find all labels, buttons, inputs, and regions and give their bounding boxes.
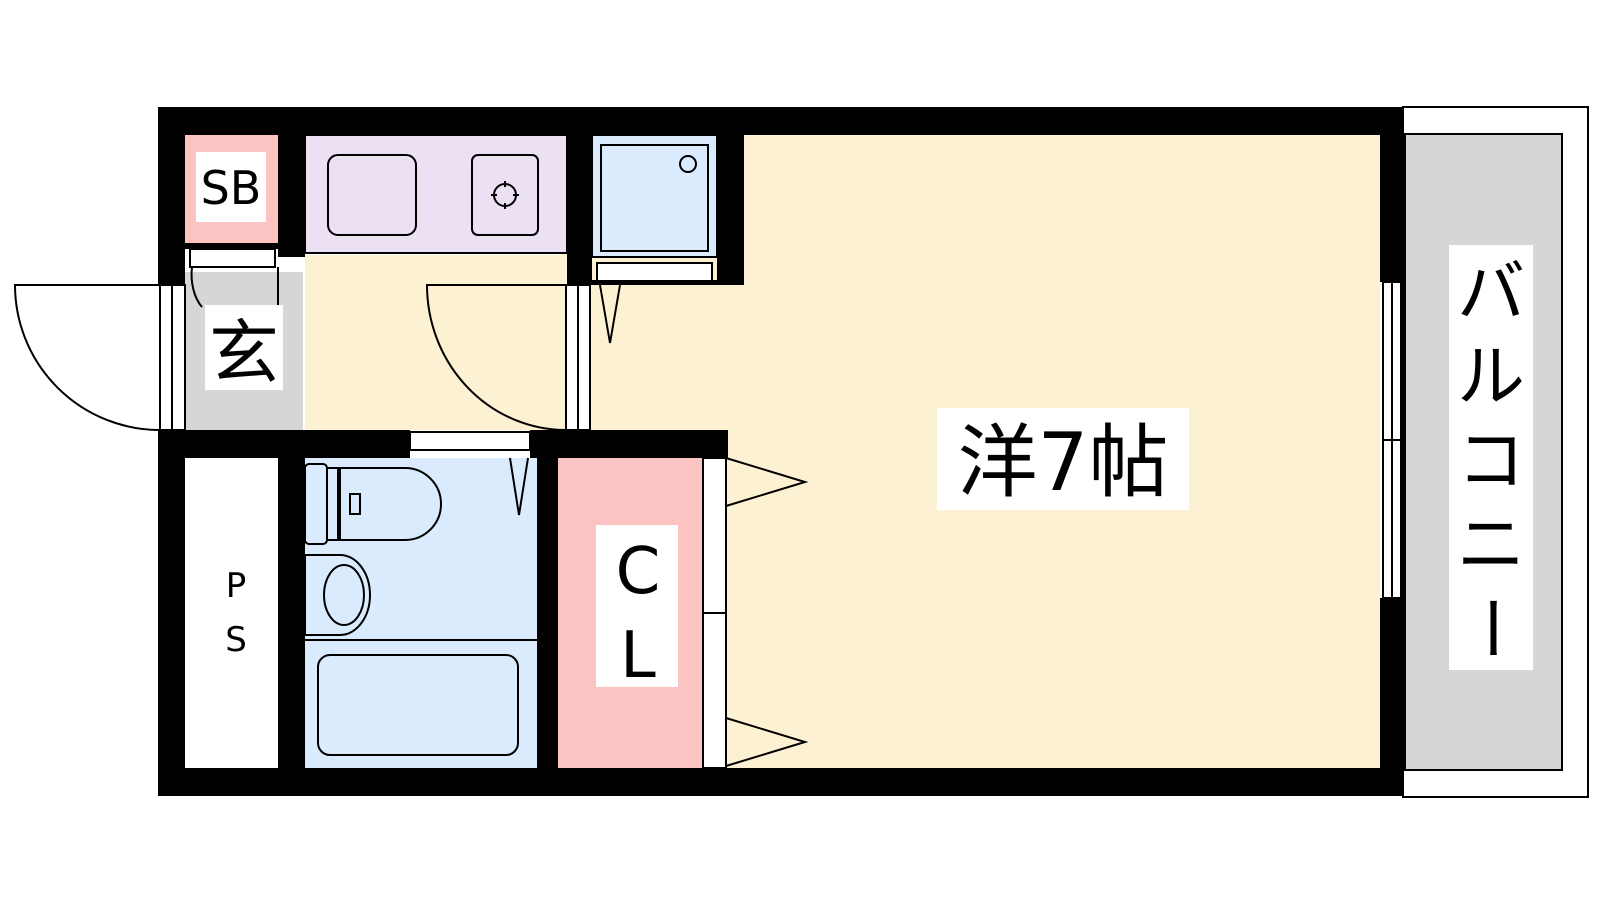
bathroom-floor xyxy=(305,458,537,768)
sb-door-frame xyxy=(189,248,276,268)
wall-wm-bottom xyxy=(592,280,744,285)
washer-drain-icon xyxy=(679,155,697,173)
room-label-bg xyxy=(937,408,1189,510)
kitchen-sink xyxy=(327,154,417,236)
washbasin-icon xyxy=(304,554,371,636)
balcony-label-char-2: ル xyxy=(1457,338,1525,417)
wm-opening-frame xyxy=(596,262,713,282)
closet-label-c: C xyxy=(616,535,661,609)
balcony-label-char-1: バ xyxy=(1457,254,1525,333)
wall-left-upper xyxy=(158,107,185,285)
closet-door-frame-top xyxy=(702,457,727,614)
ps-label-p: P xyxy=(226,566,247,606)
stove-burner-icon xyxy=(491,181,519,209)
wall-right-upper xyxy=(1380,107,1403,282)
room-door-swing xyxy=(425,284,567,431)
entrance-label: 玄 xyxy=(209,312,279,394)
balcony-label-char-4: ニ xyxy=(1457,506,1525,585)
western-room-label: 洋7帖 xyxy=(958,416,1169,509)
entrance-door-swing xyxy=(13,284,161,431)
wall-sb-right xyxy=(278,135,305,257)
wall-sb-bottom xyxy=(185,243,278,249)
wall-mid-horizontal-right xyxy=(530,430,728,458)
bath-folding-door xyxy=(509,457,529,516)
wall-right-lower xyxy=(1380,598,1403,796)
wall-ps-right xyxy=(278,458,305,768)
ps-label-s: S xyxy=(225,620,247,660)
washer-pan xyxy=(600,144,709,252)
sb-door-swing xyxy=(190,266,203,308)
closet-door-swing-bottom xyxy=(725,717,809,767)
toilet-icon xyxy=(304,463,442,545)
closet-label-bg xyxy=(596,525,678,687)
sb-label-bg xyxy=(196,152,266,222)
balcony-label-char-3: コ xyxy=(1457,422,1525,501)
bath-door-frame xyxy=(409,431,531,451)
closet-door-swing-top xyxy=(725,457,809,507)
bathtub xyxy=(317,654,519,756)
washing-machine-space xyxy=(591,134,718,258)
entrance-label-bg xyxy=(205,305,283,390)
wall-left-lower xyxy=(158,430,185,796)
closet-door-frame-bottom xyxy=(702,612,727,769)
balcony-label-bg xyxy=(1449,245,1533,670)
stove xyxy=(471,154,539,236)
sb-label: SB xyxy=(201,161,262,215)
balcony-label-char-5-group: ー xyxy=(1450,594,1529,662)
wall-wm-right xyxy=(717,135,744,285)
closet-label-l: L xyxy=(620,619,656,693)
wall-bottom xyxy=(158,768,1403,796)
wm-folding-door xyxy=(599,284,621,344)
wall-mid-horizontal-left xyxy=(158,430,410,458)
wall-bath-right xyxy=(537,430,558,768)
wall-top xyxy=(158,107,1403,135)
wall-kitchen-right xyxy=(567,135,592,285)
pipe-space-floor xyxy=(185,458,278,768)
balcony-label-char-5: ー xyxy=(1450,594,1529,662)
